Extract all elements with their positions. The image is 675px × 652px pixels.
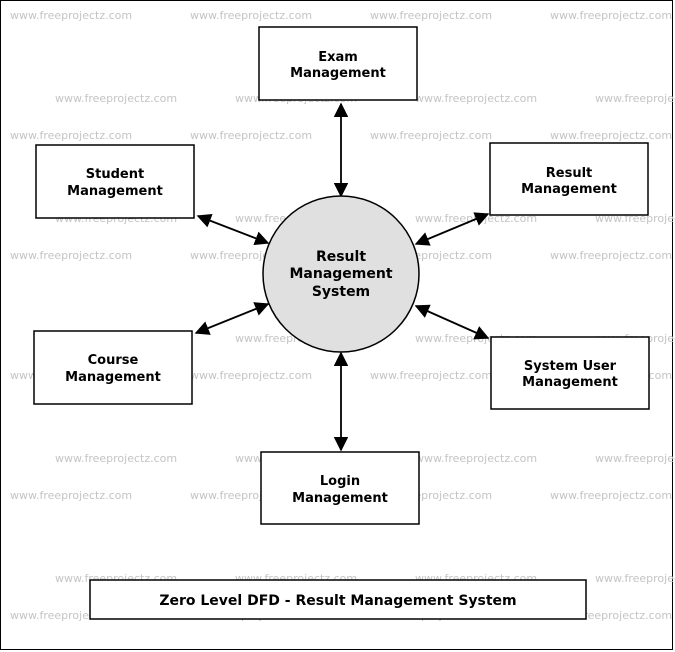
watermark-text: www.freeprojectz.com [415, 452, 537, 465]
watermark-text: www.freeprojectz.com [415, 92, 537, 105]
flow-student [196, 213, 270, 246]
watermark-text: www.freeprojectz.com [370, 9, 492, 22]
entity-result-management: Result Management [489, 142, 649, 216]
entity-exam-line1: Exam [318, 50, 358, 65]
process-circle [262, 195, 420, 353]
watermark-text: www.freeprojectz.com [190, 9, 312, 22]
entity-student-line2: Management [67, 184, 163, 199]
process-label-line1: Result [316, 249, 366, 265]
entity-login-line1: Login [320, 474, 360, 489]
watermark-text: www.freeprojectz.com [550, 489, 672, 502]
data-flows [194, 102, 490, 452]
watermark-text: www.freeprojectz.com [10, 249, 132, 262]
entity-student-line1: Student [86, 167, 144, 182]
entity-system-user-management: System User Management [490, 336, 650, 410]
entity-system-user-line1: System User [524, 359, 617, 374]
entity-system-user-line2: Management [522, 375, 618, 390]
entity-exam-line2: Management [290, 66, 386, 81]
watermark-text: www.freeprojectz.com [190, 129, 312, 142]
entity-course-line2: Management [65, 370, 161, 385]
watermark-text: www.freeprojectz.com [550, 9, 672, 22]
watermark-text: www.freeprojectz.com [550, 249, 672, 262]
entity-result-line1: Result [546, 166, 593, 181]
watermark-text: www.freeprojectz.com [595, 92, 675, 105]
entity-course-management: Course Management [33, 330, 193, 405]
watermark-text: www.freeprojectz.com [370, 129, 492, 142]
entity-course-line1: Course [88, 353, 139, 368]
diagram-caption: Zero Level DFD - Result Management Syste… [159, 593, 516, 609]
center-process: Result Management System [262, 195, 420, 353]
entity-student-management: Student Management [35, 144, 195, 219]
watermark-text: www.freeprojectz.com [10, 489, 132, 502]
flow-system-user [414, 304, 490, 340]
watermark-text: www.freeprojectz.com [10, 9, 132, 22]
watermark-text: www.freeprojectz.com [550, 129, 672, 142]
process-label-line2: Management [289, 266, 392, 282]
watermark-text: www.freeprojectz.com [55, 92, 177, 105]
entity-login-line2: Management [292, 491, 388, 506]
watermark-text: www.freeprojectz.com [370, 369, 492, 382]
watermark-text: www.freeprojectz.com [595, 452, 675, 465]
watermark-text: www.freeprojectz.com [595, 572, 675, 585]
entity-login-management: Login Management [260, 451, 420, 525]
watermark-text: www.freeprojectz.com [190, 369, 312, 382]
flow-result [414, 212, 490, 246]
caption-box: Zero Level DFD - Result Management Syste… [89, 579, 587, 620]
flow-course [194, 302, 270, 335]
watermark-text: www.freeprojectz.com [10, 129, 132, 142]
entity-exam-management: Exam Management [258, 26, 418, 101]
watermark-text: www.freeprojectz.com [55, 452, 177, 465]
process-label-line3: System [312, 284, 370, 300]
entity-result-line2: Management [521, 182, 617, 197]
